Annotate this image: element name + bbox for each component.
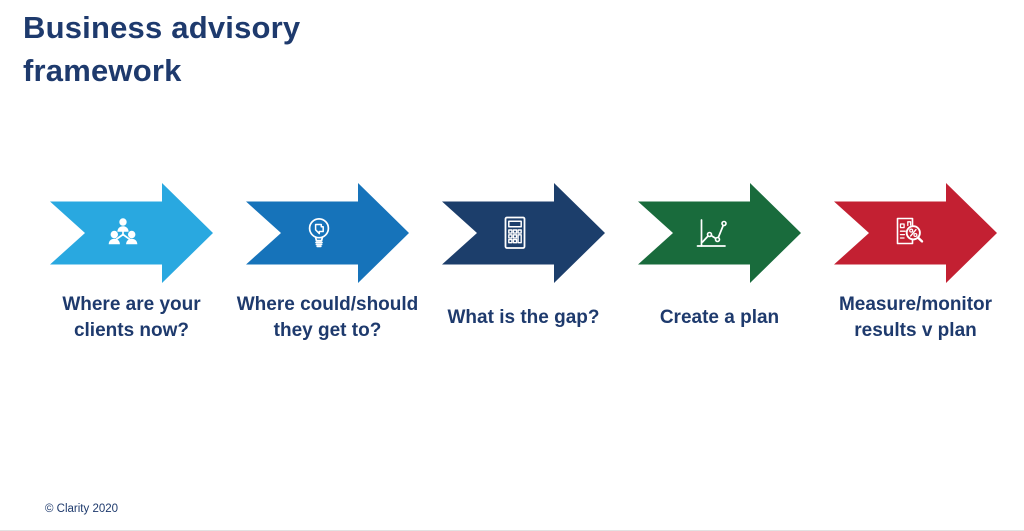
step-label: Where could/should they get to? [236, 294, 419, 341]
arrow-shape [834, 183, 997, 283]
step-where-are-clients-now: Where are your clients now? [50, 183, 213, 345]
step-what-is-the-gap: What is the gap? [442, 183, 605, 345]
step-measure-monitor-results: Measure/monitor results v plan [834, 183, 997, 345]
copyright-text: © Clarity 2020 [45, 503, 119, 515]
step-label: Where are your clients now? [62, 294, 201, 341]
step-label: Create a plan [659, 307, 780, 328]
arrow-shape [442, 183, 605, 283]
step-label: What is the gap? [447, 307, 600, 328]
step-label: Measure/monitor results v plan [838, 294, 993, 341]
step-create-a-plan: Create a plan [638, 183, 801, 345]
page-title: Business advisory framework [23, 10, 301, 88]
arrow-shape [246, 183, 409, 283]
arrow-shape [50, 183, 213, 283]
process-arrows-row: Where are your clients now? Where could/… [50, 183, 997, 345]
arrow-shape [638, 183, 801, 283]
step-where-could-they-get-to: Where could/should they get to? [237, 183, 418, 345]
